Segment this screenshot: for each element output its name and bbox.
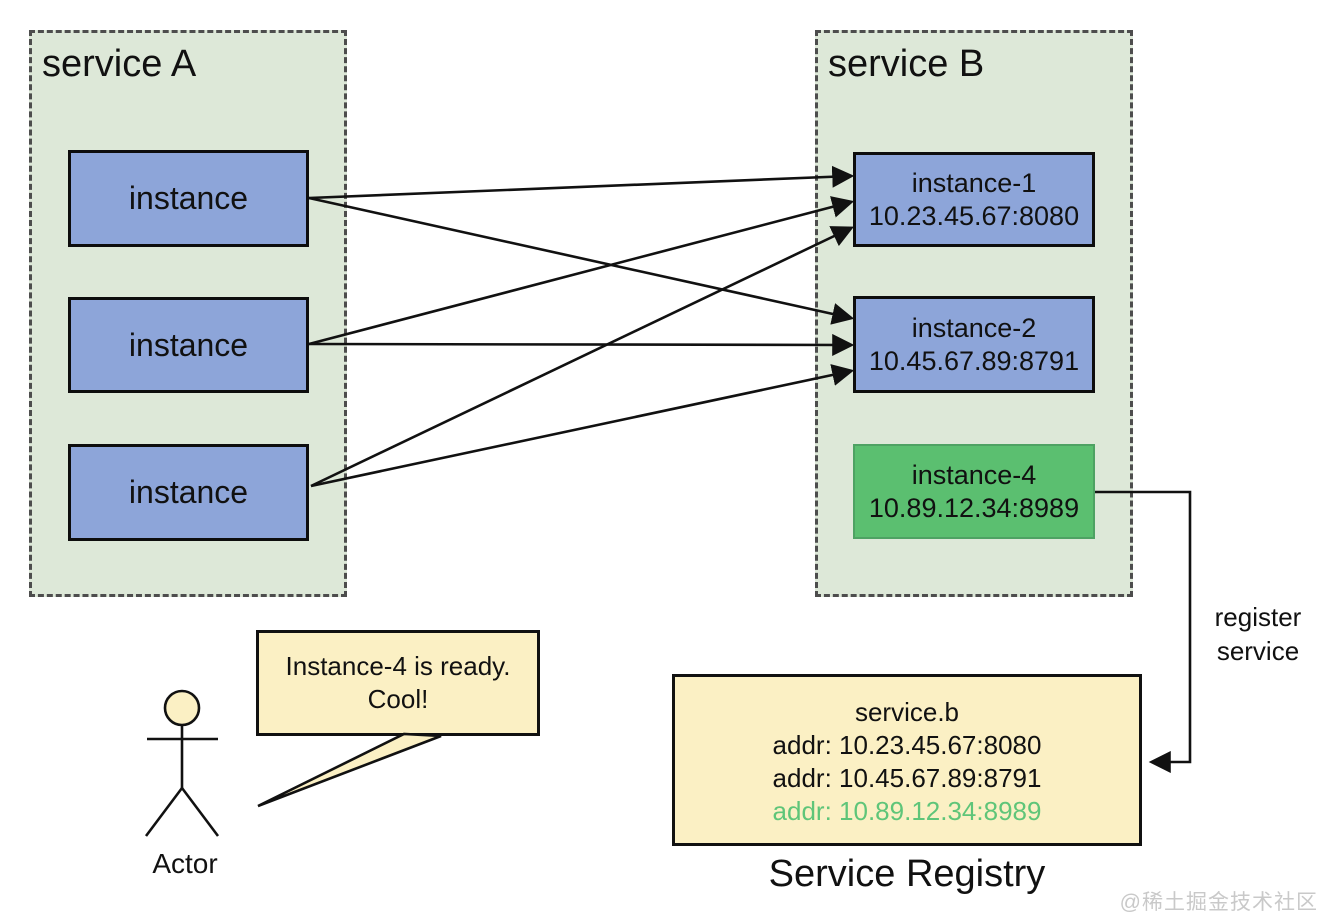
service-registry-box: service.b addr: 10.23.45.67:8080 addr: 1…: [672, 674, 1142, 846]
register-service-label-line2: service: [1216, 636, 1300, 666]
instance-2-name: instance-2: [911, 312, 1037, 343]
arrow-a3-to-b2: [310, 364, 855, 488]
service-b-instance-1-box: instance-1 10.23.45.67:8080: [853, 152, 1095, 247]
instance-2-addr: 10.45.67.89:8791: [868, 345, 1080, 376]
service-a-instance-3-box: instance: [68, 444, 309, 541]
watermark: @稀土掘金技术社区: [1119, 891, 1318, 914]
registry-entry-highlighted: addr: 10.89.12.34:8989: [772, 796, 1042, 826]
service-b-instance-4-box: instance-4 10.89.12.34:8989: [853, 444, 1095, 539]
register-service-label: register service: [1196, 600, 1320, 668]
arrow-a2-to-b1: [308, 196, 855, 346]
arrow-a2-to-b2: [308, 333, 855, 357]
speech-bubble-line1: Instance-4 is ready.: [285, 651, 511, 681]
service-a-instance-1-box: instance: [68, 150, 309, 247]
instance-4-addr: 10.89.12.34:8989: [868, 492, 1080, 523]
arrow-a1-to-b2: [308, 196, 855, 325]
register-service-label-line1: register: [1214, 602, 1302, 632]
arrow-a1-to-b1: [308, 165, 855, 200]
service-a-instance-2-box: instance: [68, 297, 309, 393]
registry-entry: addr: 10.23.45.67:8080: [772, 730, 1042, 760]
registry-entry: addr: 10.45.67.89:8791: [772, 763, 1042, 793]
speech-bubble-line2: Cool!: [367, 684, 429, 714]
instance-1-addr: 10.23.45.67:8080: [868, 200, 1080, 231]
registry-service-name: service.b: [854, 697, 960, 727]
service-b-instance-2-box: instance-2 10.45.67.89:8791: [853, 296, 1095, 393]
service-registry-caption: Service Registry: [768, 853, 1046, 895]
speech-bubble-tail: [257, 732, 442, 808]
arrow-a3-to-b1: [310, 226, 854, 488]
actor-icon: [144, 689, 220, 837]
actor-label: Actor: [152, 848, 218, 879]
instance-4-name: instance-4: [911, 459, 1037, 490]
service-a-title: service A: [42, 43, 197, 85]
service-b-title: service B: [828, 43, 985, 85]
instance-1-name: instance-1: [911, 167, 1037, 198]
speech-bubble: Instance-4 is ready. Cool!: [256, 630, 540, 736]
